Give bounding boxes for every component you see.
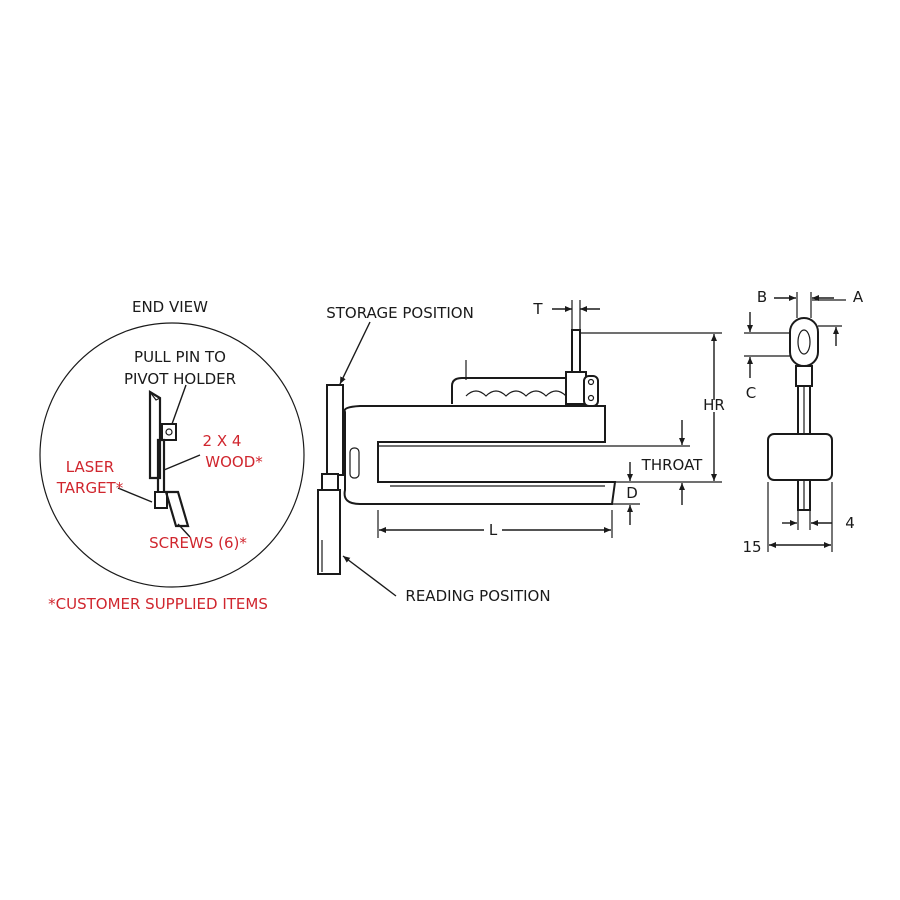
wood-label-2: WOOD* bbox=[205, 453, 263, 471]
side-view: T HR THROAT D L STORAGE POSITION READING… bbox=[317, 300, 725, 605]
frame-slot bbox=[349, 447, 360, 479]
storage-position-label: STORAGE POSITION bbox=[326, 304, 474, 322]
dim-C: C bbox=[746, 384, 756, 402]
end-view-circle bbox=[39, 322, 305, 588]
pivot-bracket bbox=[148, 390, 162, 480]
pull-pin-label-2: PIVOT HOLDER bbox=[124, 370, 236, 388]
screws-label: SCREWS (6)* bbox=[149, 534, 247, 552]
frame-end-block bbox=[767, 433, 833, 481]
laser-label-2: TARGET* bbox=[56, 479, 124, 497]
handle-grip bbox=[465, 390, 567, 397]
front-view: B A C 15 4 bbox=[742, 288, 863, 556]
wood-label-1: 2 X 4 bbox=[203, 432, 242, 450]
reading-position-label: READING POSITION bbox=[405, 587, 550, 605]
dim-D: D bbox=[626, 484, 638, 502]
laser-label-1: LASER bbox=[66, 458, 114, 476]
footnote-customer-supplied: *CUSTOMER SUPPLIED ITEMS bbox=[48, 595, 268, 613]
end-view-title: END VIEW bbox=[132, 298, 208, 316]
pull-pin-label-1: PULL PIN TO bbox=[134, 348, 226, 366]
target-bar-storage bbox=[326, 384, 344, 476]
target-bar-reading bbox=[317, 489, 341, 575]
pivot-holder bbox=[321, 473, 339, 491]
dim-L: L bbox=[489, 521, 498, 539]
end-view-detail: END VIEW PULL PIN TO PIVOT HOLDER 2 X 4 … bbox=[39, 298, 305, 588]
dim-A: A bbox=[853, 288, 864, 306]
laser-target bbox=[154, 491, 168, 509]
eye-shank bbox=[795, 365, 813, 387]
screw-plate bbox=[164, 490, 190, 528]
dim-HR: HR bbox=[703, 396, 725, 414]
dim-B: B bbox=[757, 288, 767, 306]
pull-pin bbox=[161, 423, 177, 441]
hanger-link bbox=[583, 375, 599, 407]
dim-15: 15 bbox=[742, 538, 761, 556]
hanger-plate bbox=[571, 329, 581, 375]
lifting-eye bbox=[789, 317, 819, 367]
dim-4: 4 bbox=[845, 514, 855, 532]
dim-throat: THROAT bbox=[641, 456, 704, 474]
dim-T: T bbox=[532, 300, 543, 318]
c-frame bbox=[343, 405, 617, 505]
